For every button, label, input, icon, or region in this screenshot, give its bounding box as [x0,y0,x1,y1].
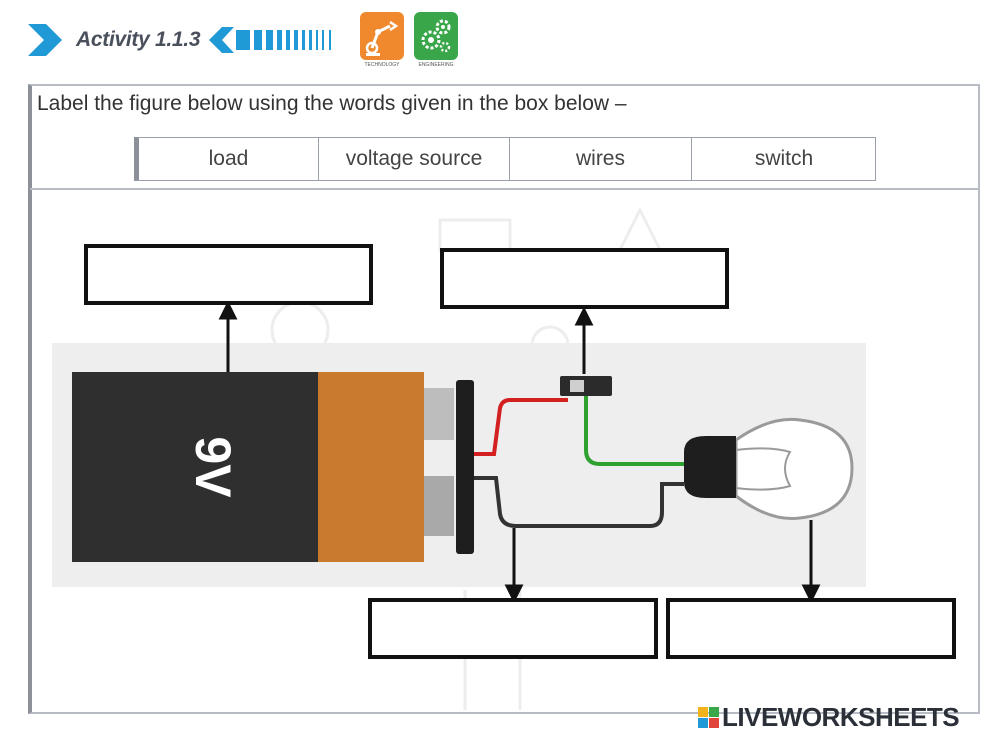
robot-arm-icon [365,20,399,56]
word-switch: switch [754,147,814,170]
answer-box-load[interactable] [666,598,956,659]
arrow-head-bulb [801,584,821,604]
answer-box-switch[interactable] [440,248,729,309]
battery [72,372,474,562]
arrow-head-switch [574,306,594,326]
engineering-caption: ENGINEERING [418,62,454,68]
battery-terminal-positive [424,388,454,440]
liveworksheets-logo: LIVEWORKSHEETS [698,702,960,733]
word-load: load [139,138,319,180]
gears-icon [421,19,451,53]
answer-box-wires[interactable] [368,598,658,659]
battery-clip [456,380,474,554]
activity-title: Activity 1.1.3 [76,28,201,51]
word-bank: load voltage source wires switch [134,137,876,181]
liveworksheets-mark-icon [698,707,719,728]
progress-arrow-icon [209,27,331,53]
technology-caption: TECHNOLOGY [364,62,400,68]
activity-chevron-icon [28,24,62,56]
green-wire [584,396,684,466]
red-wire [474,398,568,456]
brand-name: LIVEWORKSHEETS [722,702,960,732]
battery-voltage-label: 9V [185,436,241,498]
answer-box-battery[interactable] [84,244,373,305]
word-wires: wires [510,138,692,180]
arrow-head-wire [504,584,524,604]
arrow-head-battery [218,300,238,320]
word-voltage-source: voltage source [319,138,510,180]
instruction-text: Label the figure below using the words g… [37,92,627,115]
battery-band [318,372,424,562]
black-wire [474,476,684,528]
technology-badge [360,12,404,60]
worksheet-panel [28,84,980,714]
battery-terminal-negative [424,476,454,536]
slide-switch [560,376,612,396]
section-divider [30,188,980,190]
light-bulb [684,417,854,521]
engineering-badge [414,12,458,60]
battery-body [72,372,322,562]
